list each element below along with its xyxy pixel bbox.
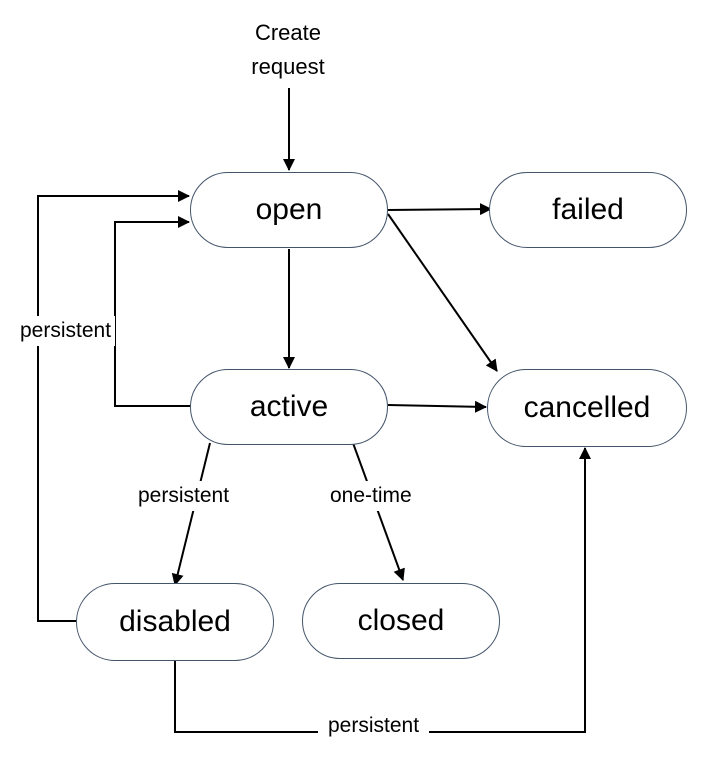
edge-label-active-to-closed: one-time [326,481,416,511]
state-closed-label: closed [357,604,445,637]
edge-label-disabled-to-cancelled: persistent [318,711,430,741]
arrow-disabled-to-open [37,190,190,622]
arrow-open-to-failed [387,203,492,216]
arrow-active-to-cancelled [387,400,487,413]
state-failed-label: failed [552,193,624,226]
edge-label-disabled-to-open: persistent [16,316,116,346]
start-label-create-request: Create request [238,16,338,84]
arrow-active-to-closed [352,442,405,581]
state-cancelled: cancelled [487,369,687,447]
arrow-open-to-cancelled [387,213,498,372]
start-label-text: Create request [251,20,325,79]
arrow-active-to-disabled [171,442,211,586]
state-closed: closed [302,583,500,659]
edge-label-active-to-disabled: persistent [134,481,234,511]
state-active: active [190,369,388,445]
state-disabled-label: disabled [119,605,231,638]
state-disabled: disabled [76,583,274,661]
state-open-label: open [255,193,323,226]
state-open: open [190,172,388,248]
state-active-label: active [249,390,329,423]
arrow-active-to-open [114,216,191,407]
state-failed: failed [489,172,687,248]
state-cancelled-label: cancelled [523,391,651,424]
